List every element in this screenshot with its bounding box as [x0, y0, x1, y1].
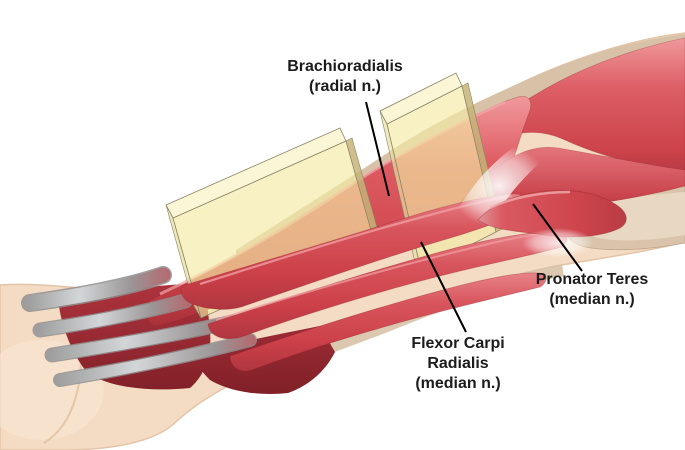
flexor-belly-3	[229, 272, 547, 372]
tendon-1-face	[22, 267, 171, 311]
pronator-fade	[522, 228, 594, 258]
leader-line-flexor-carpi-radialis	[420, 241, 467, 333]
leader-lines	[365, 101, 583, 333]
label-brachioradialis-name: Brachioradialis	[287, 58, 403, 75]
label-fcr-nerve: (median n.)	[415, 375, 501, 392]
label-pronator-teres-nerve: (median n.)	[549, 291, 635, 308]
leader-line-brachioradialis	[365, 101, 390, 197]
label-brachioradialis: Brachioradialis (radial n.)	[230, 57, 460, 97]
label-fcr-name-line2: Radialis	[427, 355, 489, 372]
hand-highlight	[0, 340, 104, 440]
pronator-teres-highlight	[489, 190, 571, 210]
leader-line-pronator-teres	[532, 203, 583, 272]
label-pronator-teres: Pronator Teres (median n.)	[477, 270, 685, 310]
label-flexor-carpi-radialis: Flexor Carpi Radialis (median n.)	[343, 334, 573, 394]
tendon-2-face	[33, 294, 192, 337]
label-fcr-name-line1: Flexor Carpi	[411, 335, 505, 352]
label-brachioradialis-nerve: (radial n.)	[308, 78, 381, 95]
label-pronator-teres-name: Pronator Teres	[535, 271, 649, 288]
elbow-fade	[450, 144, 548, 228]
tendon-4-face	[54, 334, 256, 386]
